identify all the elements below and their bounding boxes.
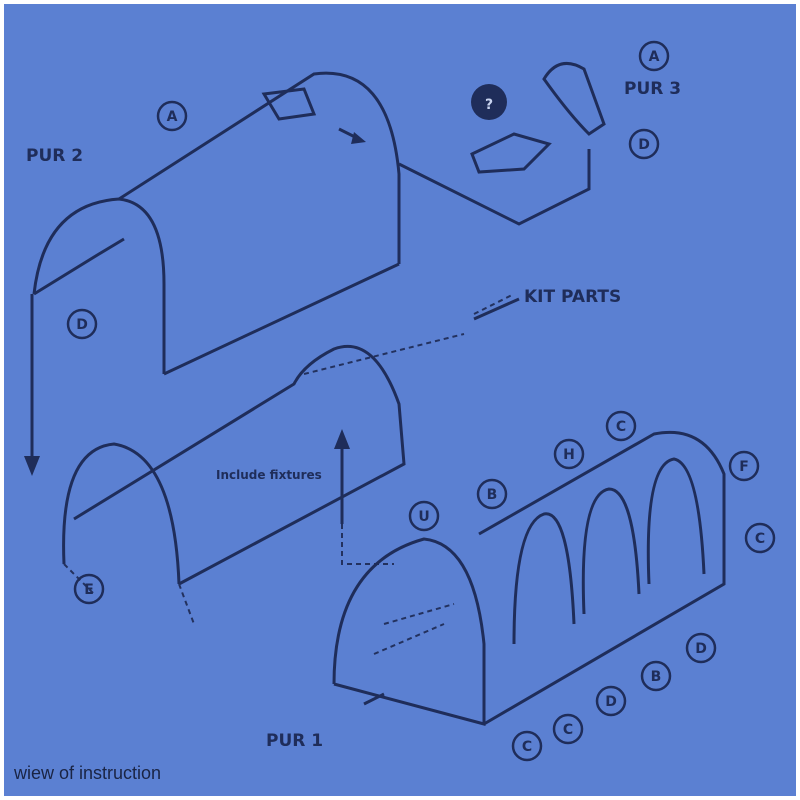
callout-c4: C: [522, 739, 532, 755]
callout-u: U: [418, 509, 429, 525]
callout-c2: C: [755, 531, 765, 547]
label-pur2: PUR 2: [26, 146, 83, 166]
callout-a2: A: [649, 49, 660, 65]
callout-d-left: D: [76, 317, 88, 333]
caption: wiew of instruction: [13, 763, 161, 783]
callout-c1: C: [616, 419, 626, 435]
kit-parts-drawing: [62, 293, 515, 625]
step-number: ?: [485, 97, 493, 113]
callout-e: E: [84, 582, 94, 598]
part-pur1-drawing: [332, 430, 726, 726]
callout-b: B: [487, 487, 498, 503]
callout-d1: D: [695, 641, 707, 657]
callout-a1: A: [167, 109, 178, 125]
callout-c3: C: [563, 722, 573, 738]
diagram-drawing: ? PUR 2 PUR 3 KIT PARTS PUR 1 Include fi…: [13, 40, 776, 783]
label-pur1: PUR 1: [266, 731, 323, 751]
callout-b2: B: [651, 669, 662, 685]
label-kit-parts: KIT PARTS: [524, 287, 621, 307]
callout-f: F: [739, 459, 749, 475]
instruction-diagram: ? PUR 2 PUR 3 KIT PARTS PUR 1 Include fi…: [4, 4, 796, 796]
callout-h: H: [563, 447, 575, 463]
callouts: A A D D E U B H C F C D B D C C D: [66, 40, 776, 762]
label-include-fixtures: Include fixtures: [216, 468, 322, 482]
callout-d-top: D: [638, 137, 650, 153]
part-pur2-drawing: [24, 71, 401, 476]
label-pur3: PUR 3: [624, 79, 681, 99]
part-pur3-drawing: ?: [398, 61, 606, 226]
callout-d2: D: [605, 694, 617, 710]
